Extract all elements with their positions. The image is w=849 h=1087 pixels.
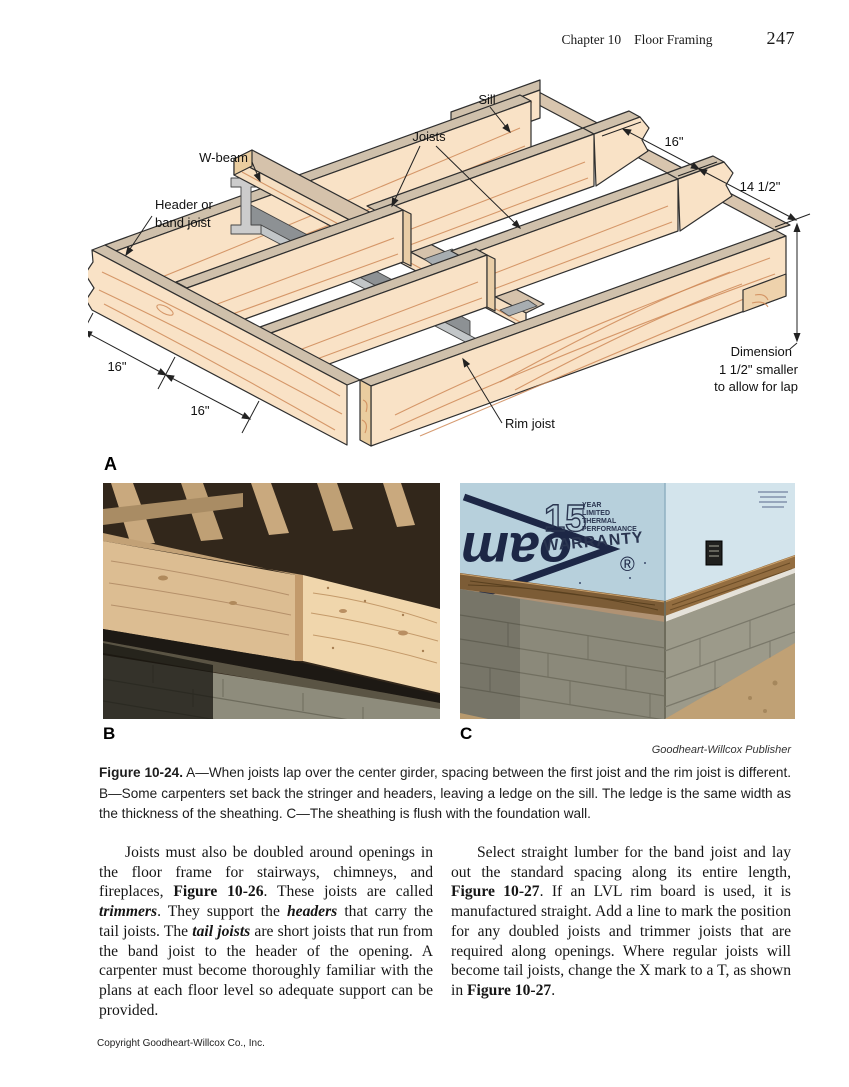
page-number: 247 [766,28,795,48]
foam-brand-text: oam [461,521,572,581]
label-rim-joist: Rim joist [505,416,555,431]
warranty-year: YEAR [582,502,601,509]
figure-letter-b: B [103,724,116,743]
body-paragraph-left: Joists must also be doubled around openi… [99,844,434,1019]
photo-c-sill [460,555,795,622]
photo-c-sheathing-corner: oam ® 15 YEAR LIMITED THERMAL PERFORMANC… [460,483,795,719]
label-joists: Joists [412,129,446,144]
dim-note-3: to allow for lap [714,379,798,394]
dim-16-left-second: 16" [190,403,209,418]
body-text: Joists must also be doubled around openi… [99,843,791,1020]
label-header-line1: Header or [155,197,213,212]
photo-c-dirt [460,643,795,719]
dimension-arrows [88,128,801,420]
body-paragraph-right: Select straight lumber for the band jois… [451,844,792,999]
header-band-joist-board [88,244,361,446]
floor-framing-diagram: Sill Joists W-beam Header or band joist … [88,79,811,474]
photo-c-block-wall [460,573,795,719]
photo-c-foam: oam ® 15 YEAR LIMITED THERMAL PERFORMANC… [460,483,795,605]
warranty-thermal: THERMAL [582,518,617,525]
chapter-label: Chapter 10 [561,32,622,47]
label-sill: Sill [478,92,495,107]
warranty-limited: LIMITED [582,510,610,517]
dim-16-left-first: 16" [107,359,126,374]
section-title: Floor Framing [634,32,713,47]
dim-note-1: Dimension [731,344,792,359]
rim-joist-board [359,229,787,447]
dim-note-2: 1 1/2" smaller [719,362,799,377]
running-head: Chapter 10 Floor Framing 247 [95,28,795,49]
dimension-ticks [88,121,811,434]
publisher-attribution: Goodheart-Willcox Publisher [651,744,791,756]
warranty-performance: PERFORMANCE [582,526,637,533]
photo-b-framing-corner [103,483,440,719]
figure-letter-a: A [104,454,117,474]
registered-mark: ® [620,554,635,576]
label-w-beam: W-beam [199,150,248,165]
dim-16-top: 16" [664,134,683,149]
copyright-notice: Copyright Goodheart-Willcox Co., Inc. [97,1038,265,1049]
figure-caption: Figure 10-24. A—When joists lap over the… [99,765,792,821]
dim-14half: 14 1/2" [740,179,781,194]
figure-letter-c: C [460,724,473,743]
photo-b-joists [103,483,415,545]
photo-b-sill-and-wall [103,629,440,719]
warranty-number: 15 [544,498,586,540]
leader-lines [125,106,522,424]
photo-b-band-joist [103,533,440,693]
label-header-line2: band joist [155,215,211,230]
